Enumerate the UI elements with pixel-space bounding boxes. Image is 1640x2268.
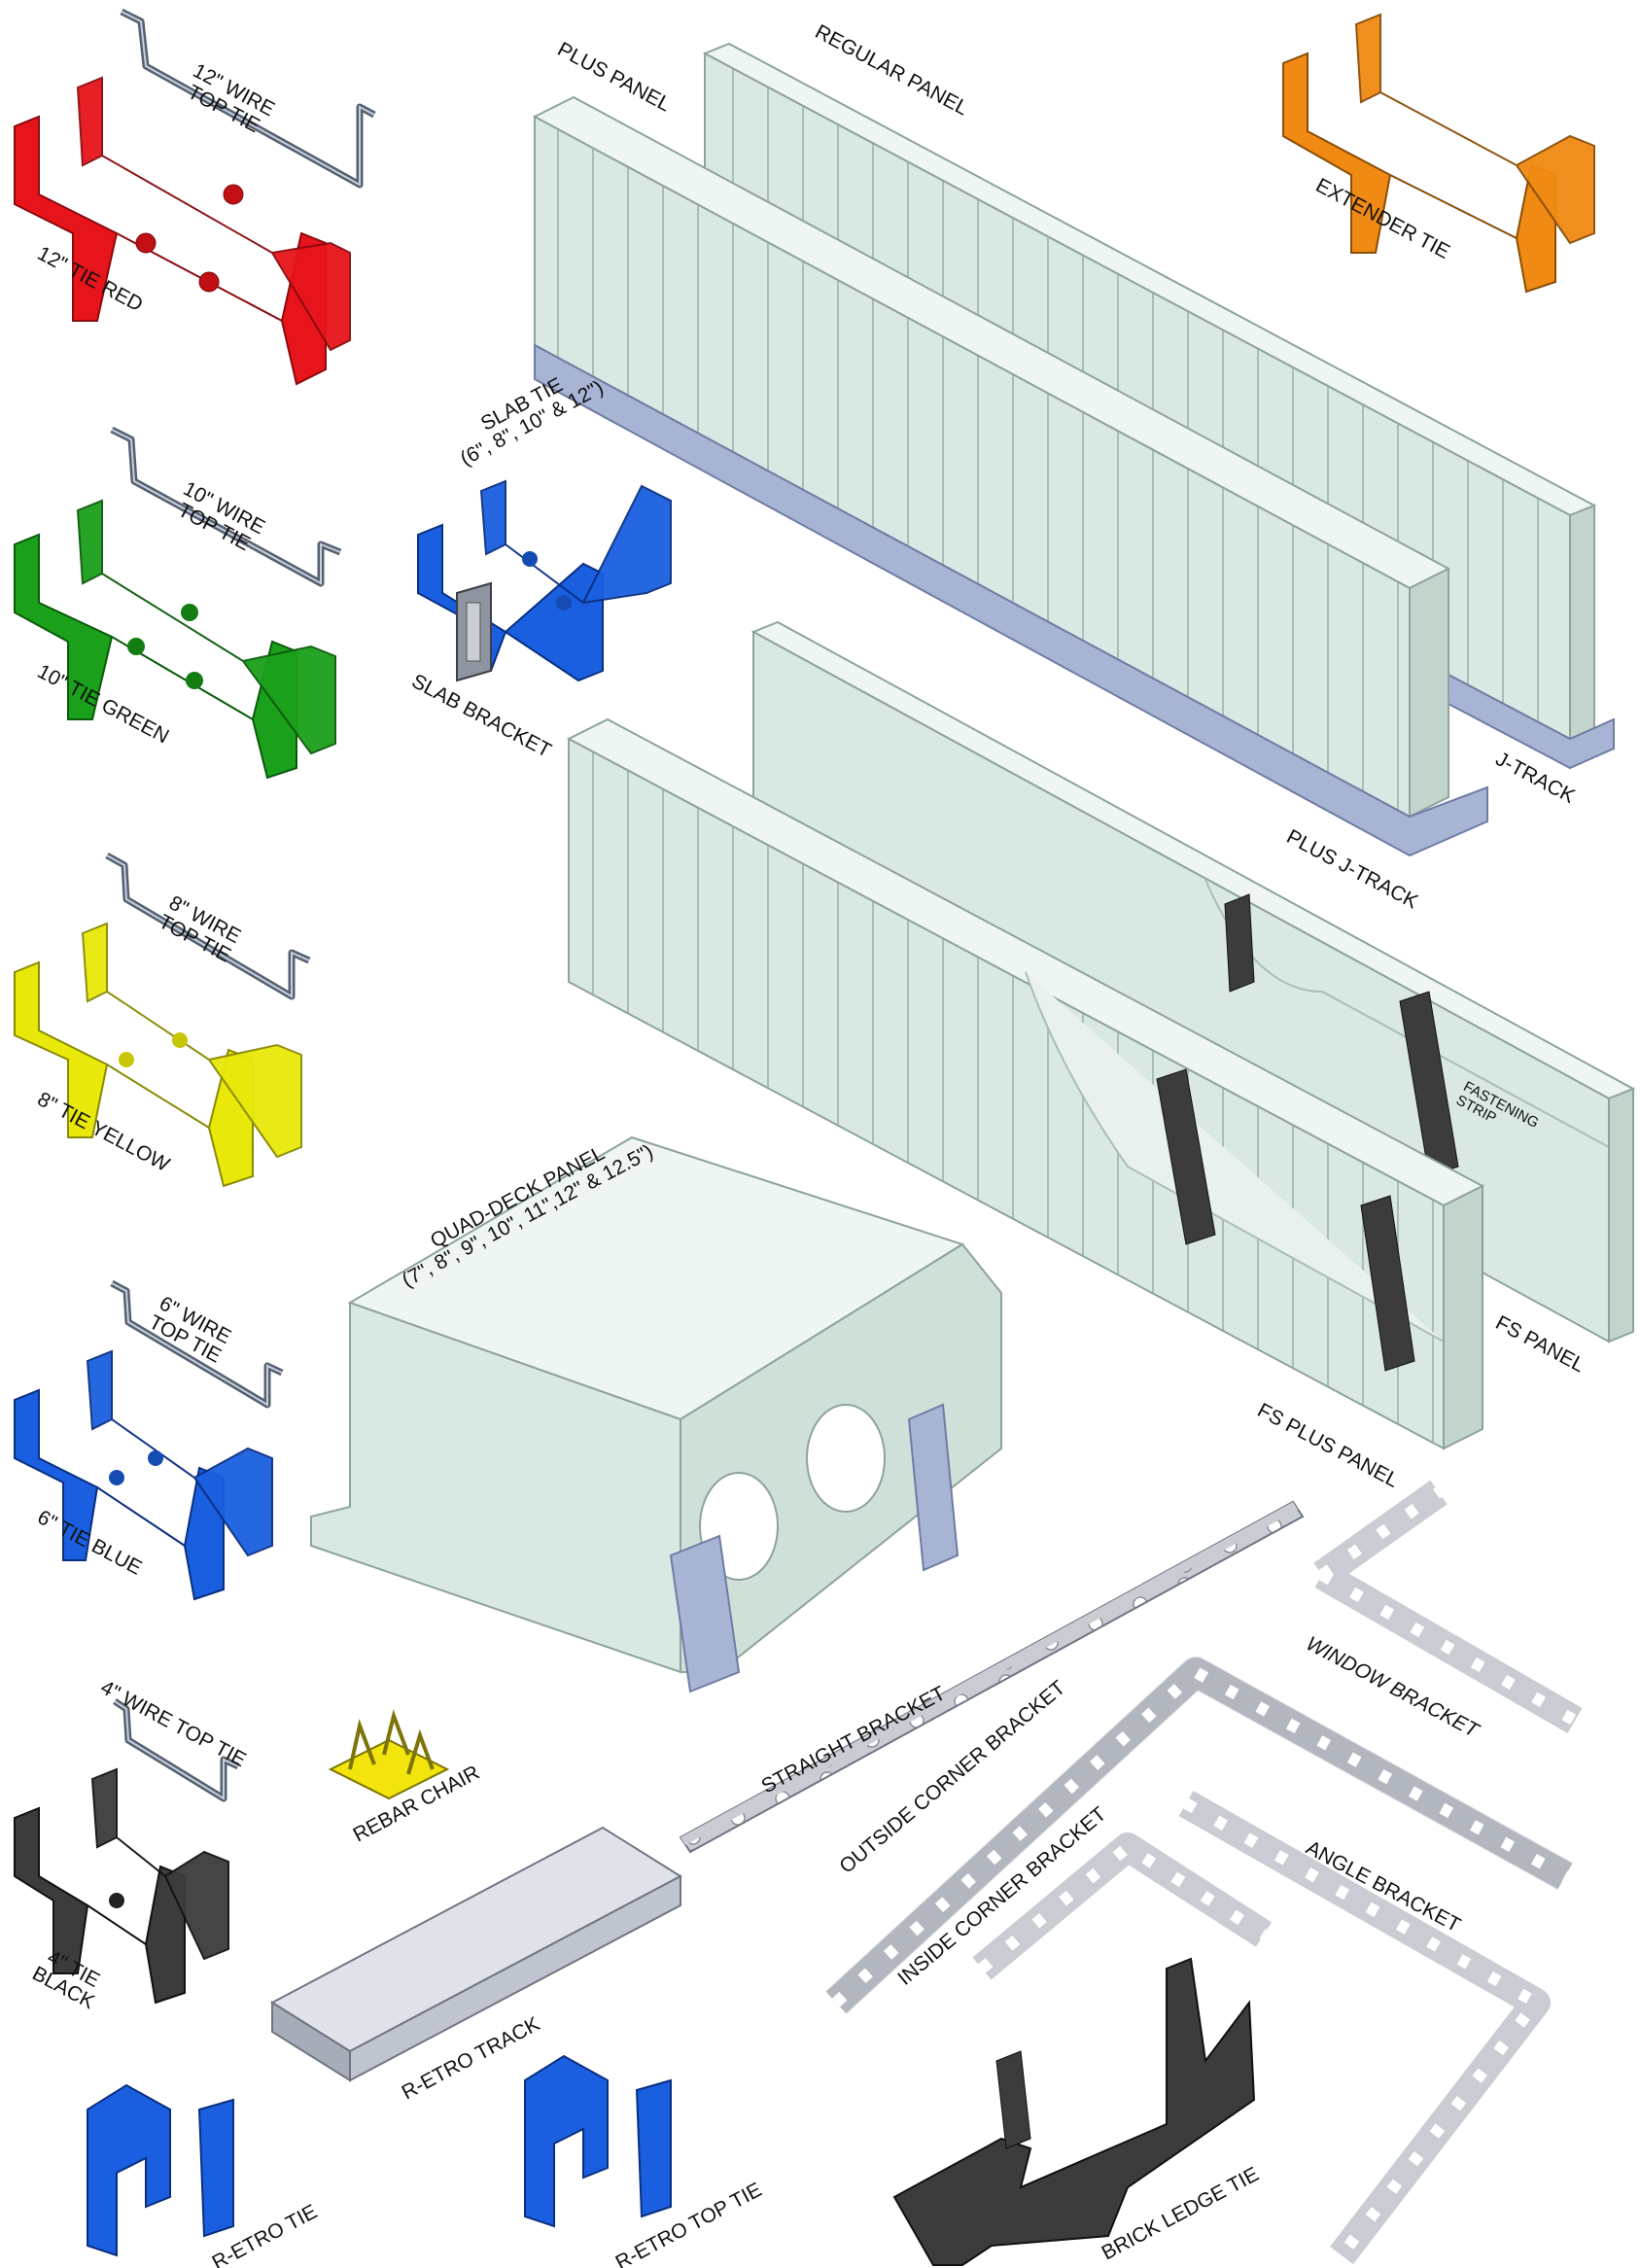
slab-bracket xyxy=(456,581,492,682)
fastening-strip xyxy=(1156,1068,1415,1372)
straight-bracket xyxy=(679,1500,1305,1854)
fastening-strip-back xyxy=(1224,893,1459,1177)
r-etro-top-tie xyxy=(524,2054,672,2228)
wire-top-tie-4 xyxy=(113,1698,240,1802)
r-etro-track xyxy=(269,1826,683,2082)
wire-top-tie-8 xyxy=(105,852,311,1000)
tie-8-yellow xyxy=(14,922,302,1188)
tie-4-black xyxy=(14,1767,229,2005)
tie-10-green xyxy=(14,499,336,780)
outside-corner-bracket xyxy=(825,1657,1573,2014)
wire-top-tie-10 xyxy=(110,426,342,587)
wire-top-tie-12 xyxy=(120,8,376,189)
fs-plus-panel xyxy=(566,717,1485,1450)
wire-top-tie-6 xyxy=(110,1279,284,1409)
tie-12-red xyxy=(14,76,351,386)
window-bracket xyxy=(1313,1480,1583,1733)
tie-6-blue xyxy=(14,1349,273,1601)
plus-j-track xyxy=(534,343,1488,857)
brick-ledge-tie xyxy=(892,1957,1256,2266)
inside-corner-bracket xyxy=(972,1832,1273,1980)
r-etro-tie xyxy=(87,2083,234,2257)
rebar-chair xyxy=(328,1709,450,1800)
angle-bracket xyxy=(1178,1790,1551,2265)
extender-tie-orange xyxy=(1282,13,1595,294)
quad-deck-panel xyxy=(310,1135,1002,1693)
